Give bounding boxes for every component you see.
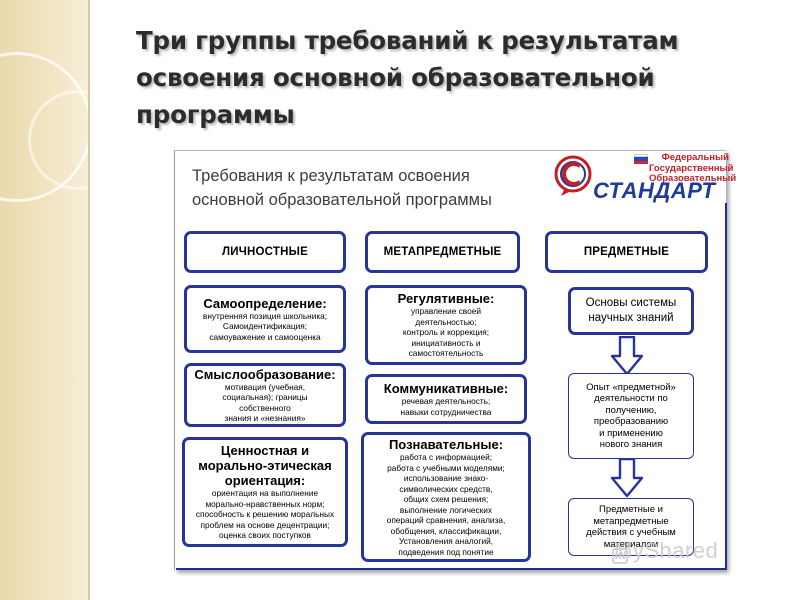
box-text-line: речевая деятельность; (401, 396, 491, 406)
box-text-line: научных знаний (588, 312, 674, 324)
diagram-title: Требования к результатам освоения основн… (192, 164, 552, 212)
box-text-line: управление своей (410, 306, 481, 317)
metasubject-cognitive-box: Познавательные: работа с информацией; ра… (361, 432, 531, 562)
column-header-label: ПРЕДМЕТНЫЕ (583, 246, 670, 258)
box-text-line: действия с учебным (586, 527, 676, 538)
subject-experience-box: Опыт «предметной» деятельности по получе… (568, 373, 694, 459)
column-header-label: МЕТАПРЕДМЕТНЫЕ (383, 246, 502, 258)
box-text-line: контроль и коррекция; (402, 327, 490, 338)
box-text-line: нового знания (599, 439, 663, 450)
frame-accent-rule (725, 203, 727, 569)
logo-caption-line: Государственный (649, 162, 734, 174)
box-text-line: символических средств, (399, 483, 493, 494)
metasubject-communicative-box: Коммуникативные: речевая деятельность; н… (365, 374, 527, 424)
watermark-logo-icon (612, 548, 628, 564)
personal-meaning-formation-box: Смыслообразование: мотивация (учебная, с… (184, 363, 346, 427)
box-text-line: мотивация (учебная, (224, 381, 306, 392)
box-text-line: использование знако- (403, 473, 489, 483)
box-text-line: получению, (605, 404, 657, 416)
box-text-line: Установления аналогий, (398, 536, 494, 546)
box-text-line: Предметные и (599, 504, 663, 515)
box-heading: морально-этическая (198, 458, 332, 474)
box-text-line: обобщения, классификации, (390, 525, 502, 536)
frame-accent-rule (176, 568, 727, 570)
box-text-line: метапредметные (593, 515, 669, 527)
box-text-line: преобразованию (593, 416, 669, 427)
slide-title-line: Три группы требований к результатам (136, 26, 679, 55)
box-text-line: и применению (599, 427, 663, 439)
box-text-line: Основы системы (585, 297, 677, 309)
box-text-line: ориентация на выполнение (211, 488, 319, 499)
box-text-line: операций сравнения, анализа, (386, 515, 506, 525)
standard-c-logo-icon (554, 155, 592, 196)
box-text-line: Опыт «предметной» (586, 381, 676, 393)
decorative-left-strip (0, 0, 88, 600)
box-heading: ориентация: (224, 473, 306, 489)
column-header-metasubject: МЕТАПРЕДМЕТНЫЕ (365, 231, 520, 273)
diagram-title-line: Требования к результатам освоения (192, 167, 470, 185)
box-heading: Коммуникативные: (383, 381, 509, 396)
box-text-line: Самоидентификация; (222, 321, 308, 332)
personal-value-orientation-box: Ценностная и морально-этическая ориентац… (182, 437, 348, 547)
box-text-line: материалом (603, 538, 659, 550)
logo-wordmark: СТАНДАРТ (593, 178, 716, 203)
box-heading: Самоопределение: (203, 295, 327, 311)
box-text-line: выполнение логических (399, 504, 493, 515)
column-header-personal: ЛИЧНОСТНЫЕ (184, 231, 346, 273)
box-text-line: подведения под понятие (398, 546, 494, 557)
box-text-line: навыки сотрудничества (400, 406, 492, 417)
box-text-line: деятельностью; (415, 316, 477, 327)
column-header-label: ЛИЧНОСТНЫЕ (222, 246, 308, 258)
box-text-line: работа с информацией; (399, 452, 493, 462)
slide-title: Три группы требований к результатам осво… (136, 22, 696, 133)
strip-divider (88, 0, 90, 600)
logo-caption-line: Федеральный (661, 152, 729, 163)
box-text-line: внутренняя позиция школьника; (202, 310, 328, 321)
box-text-line: собственного (239, 402, 291, 413)
box-text-line: инициативность и (411, 337, 481, 348)
personal-self-determination-box: Самоопределение: внутренняя позиция школ… (184, 285, 346, 353)
box-text-line: знания и «незнания» (224, 413, 306, 423)
box-text-line: работа с учебными моделями; (387, 462, 505, 473)
down-arrow-icon (610, 336, 644, 376)
diagram-title-line: основной образовательной программы (192, 191, 492, 209)
logo-caption-line: Образовательный (649, 173, 737, 184)
watermark-text: MyShared (614, 538, 719, 563)
box-text-line: самостоятельность (408, 348, 484, 359)
logo-caption: Федеральный Государственный Образователь… (649, 152, 737, 185)
column-header-subject: ПРЕДМЕТНЫЕ (545, 231, 708, 273)
metasubject-regulatory-box: Регулятивные: управление своей деятельно… (365, 285, 527, 365)
russian-flag-icon (634, 154, 648, 164)
subject-actions-box: Предметные и метапредметные действия с у… (568, 498, 694, 556)
box-heading: Регулятивные: (397, 291, 495, 307)
box-text-line: способность к решению моральных (195, 509, 335, 520)
box-text-line: морально-нравственных норм; (205, 498, 325, 509)
box-heading: Познавательные: (388, 437, 504, 452)
box-text-line: общих схем решения; (403, 494, 489, 504)
subject-science-basics-box: Основы системы научных знаний (568, 287, 694, 335)
box-text-line: деятельности по (594, 393, 668, 404)
slide-title-line: программы (136, 100, 295, 129)
box-text-line: самоуважение и самооценка (209, 331, 321, 342)
box-heading: Смыслообразование: (194, 366, 336, 382)
box-text-line: социальная); границы (222, 392, 308, 402)
box-text-line: оценка своих поступков (219, 530, 311, 541)
box-heading: Ценностная и (220, 443, 310, 459)
box-text-line: проблем на основе децентрации; (200, 519, 330, 530)
down-arrow-icon (610, 458, 644, 498)
slide-title-line: освоения основной образовательной (136, 63, 655, 92)
